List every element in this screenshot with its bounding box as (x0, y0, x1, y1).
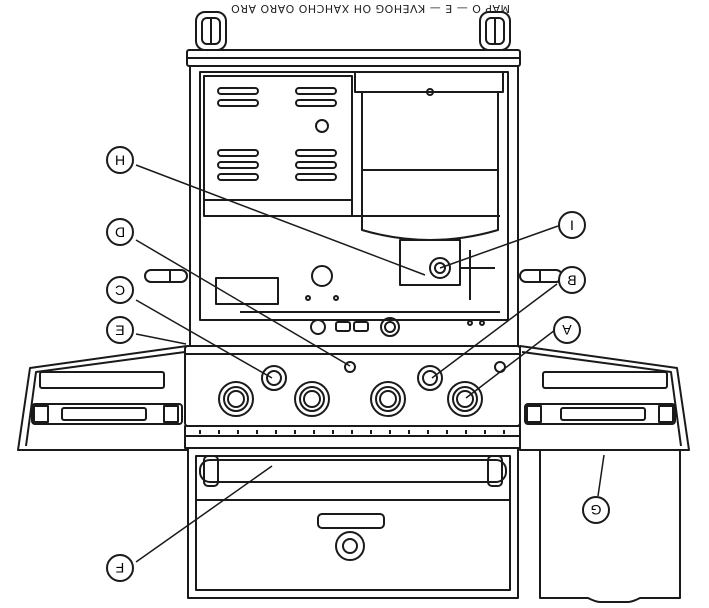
ignition-button (344, 361, 356, 373)
burner-knob-2 (294, 381, 330, 417)
callout-H: H (106, 146, 134, 174)
callout-G: G (582, 496, 610, 524)
cabinet-back-panel (204, 215, 500, 326)
burner-knob-4 (447, 381, 483, 417)
storage-bin (539, 449, 681, 603)
callout-F: F (106, 554, 134, 582)
callout-letter-B: B (567, 272, 576, 288)
ignition-controls (310, 317, 400, 337)
callout-E: E (106, 316, 134, 344)
control-panel (184, 345, 521, 449)
leader-lines (135, 164, 605, 563)
callout-letter-E: E (115, 322, 124, 338)
right-side-handle (519, 269, 563, 283)
side-burner-knob-right (417, 365, 443, 391)
callout-letter-D: D (115, 224, 125, 240)
callout-C: C (106, 276, 134, 304)
propane-tank (354, 71, 504, 300)
burner-knob-1 (218, 381, 254, 417)
top-right-caster (479, 11, 511, 51)
side-burner-knob-left (261, 365, 287, 391)
left-side-shelf (17, 345, 188, 451)
callout-letter-H: H (115, 152, 125, 168)
callout-I: I (558, 211, 586, 239)
callout-B: B (558, 266, 586, 294)
lower-cabinet (187, 447, 519, 599)
top-left-caster (195, 11, 227, 51)
vented-panel (203, 75, 353, 217)
control-panel-tick-marks (199, 430, 505, 434)
callout-letter-I: I (570, 217, 574, 233)
callout-letter-G: G (591, 502, 602, 518)
callout-letter-F: F (116, 560, 125, 576)
callout-D: D (106, 218, 134, 246)
callout-letter-A: A (562, 322, 572, 338)
callout-letter-C: C (115, 282, 125, 298)
callout-A: A (553, 316, 581, 344)
right-side-shelf (519, 345, 690, 451)
left-side-handle (144, 269, 188, 283)
burner-knob-3 (370, 381, 406, 417)
